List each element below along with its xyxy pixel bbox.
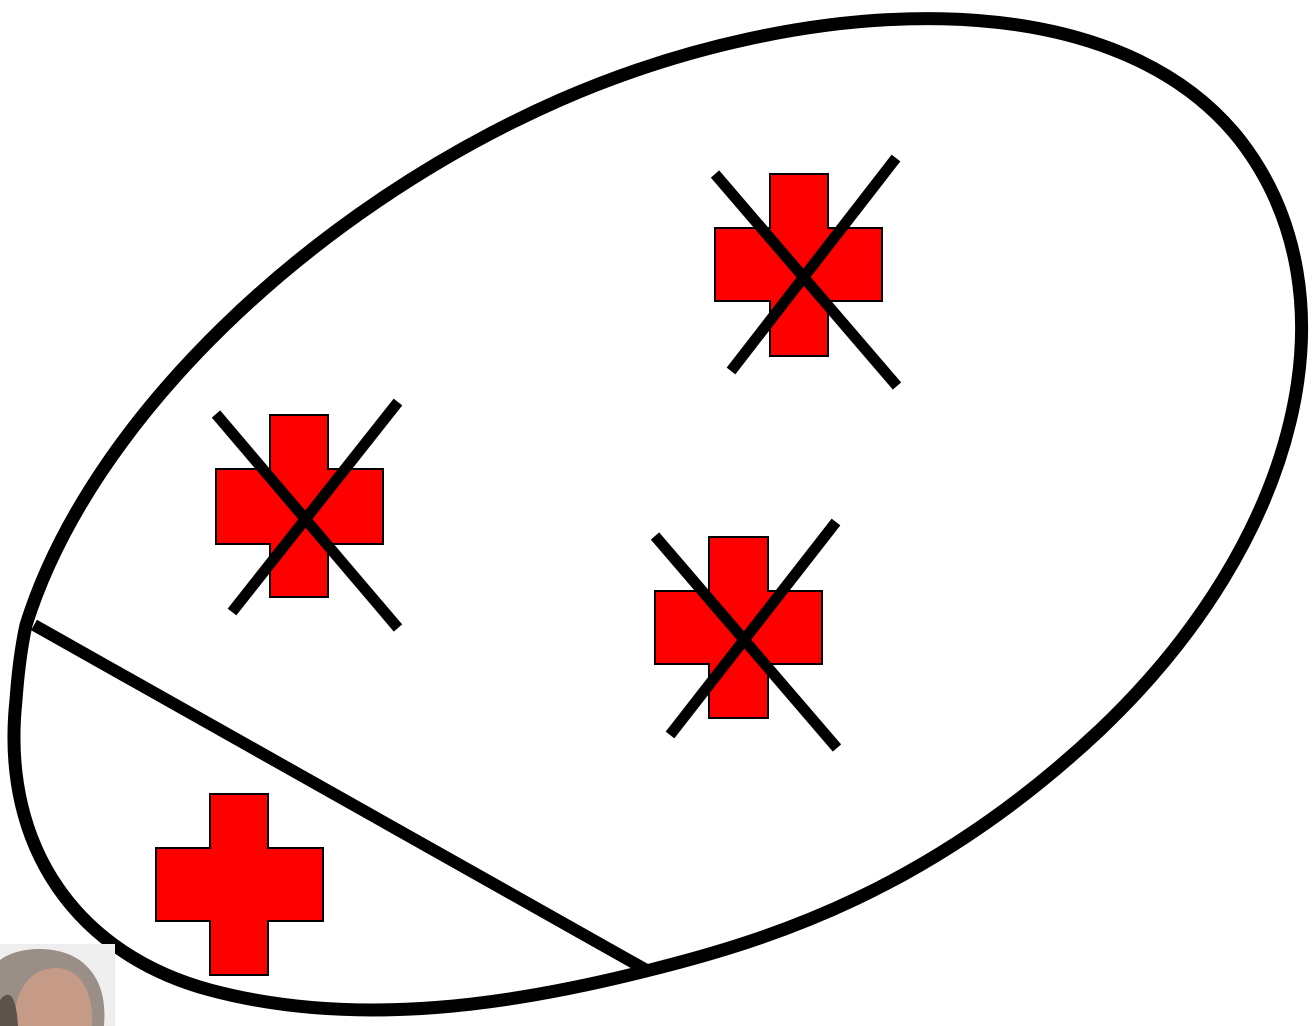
person-photo-icon xyxy=(0,944,115,1026)
cross-bottom-left xyxy=(156,794,323,975)
cross-left xyxy=(216,402,398,628)
red-cross-icon xyxy=(156,794,323,975)
cross-center xyxy=(655,522,837,748)
divider-line xyxy=(34,625,650,972)
cross-top-right xyxy=(715,158,897,386)
